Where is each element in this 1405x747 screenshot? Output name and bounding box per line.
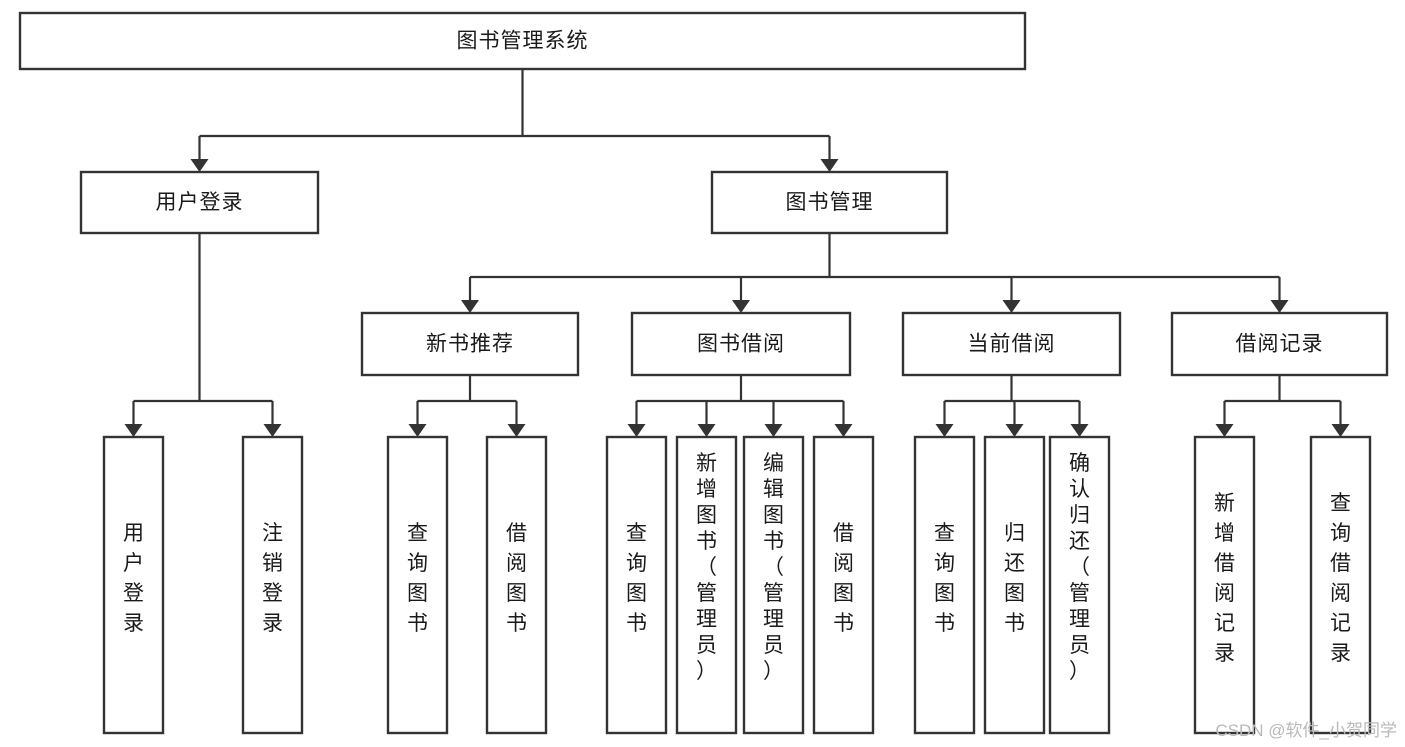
node-new-book-rec[interactable]: 新书推荐: [360, 311, 580, 377]
node-label-leaf-add-record: 新增借阅记录: [1214, 492, 1235, 665]
node-box-leaf-return-book: [983, 435, 1046, 735]
node-leaf-query-book-cur[interactable]: 查询图书: [913, 435, 976, 735]
node-leaf-return-book[interactable]: 归还图书: [983, 435, 1046, 735]
node-user-login[interactable]: 用户登录: [79, 170, 320, 235]
arrow-head-icon-current-borrow: [1002, 300, 1021, 313]
arrow-head-icon-leaf-edit-book: [764, 424, 783, 437]
node-box-new-book-rec: [360, 311, 580, 377]
node-box-book-borrow: [630, 311, 852, 377]
node-box-leaf-add-book: [675, 435, 738, 735]
arrow-head-icon-leaf-query-book-rec: [408, 424, 427, 437]
node-box-leaf-user-login: [102, 435, 165, 735]
node-book-borrow[interactable]: 图书借阅: [630, 311, 852, 377]
node-label-current-borrow: 当前借阅: [968, 333, 1056, 356]
node-box-leaf-add-record: [1193, 435, 1256, 735]
node-box-leaf-borrow-book-rec: [485, 435, 548, 735]
arrow-head-icon-new-book-rec: [461, 300, 479, 313]
node-current-borrow[interactable]: 当前借阅: [901, 311, 1122, 377]
node-label-root: 图书管理系统: [457, 30, 589, 53]
node-leaf-query-book-borrow[interactable]: 查询图书: [605, 435, 668, 735]
arrow-head-icon-leaf-borrow-book-rec: [507, 424, 526, 437]
node-label-leaf-borrow-book: 借阅图书: [833, 522, 854, 635]
arrow-head-icon-leaf-query-book-cur: [935, 424, 954, 437]
node-book-manage[interactable]: 图书管理: [710, 170, 949, 235]
node-box-leaf-query-record: [1309, 435, 1372, 735]
node-label-leaf-logout: 注销登录: [262, 522, 283, 635]
node-borrow-record[interactable]: 借阅记录: [1170, 311, 1389, 377]
node-label-user-login: 用户登录: [156, 191, 244, 214]
node-label-leaf-confirm-return: 确认归还（管理员）: [1069, 452, 1090, 683]
arrow-head-icon-leaf-logout: [263, 424, 282, 437]
arrow-head-icon-book-borrow: [732, 300, 750, 313]
node-box-leaf-query-book-borrow: [605, 435, 668, 735]
arrow-head-icon-leaf-query-book-borrow: [627, 424, 646, 437]
arrow-head-icon-leaf-confirm-return: [1070, 424, 1089, 437]
node-box-leaf-borrow-book: [812, 435, 875, 735]
node-box-current-borrow: [901, 311, 1122, 377]
node-label-leaf-query-book-borrow: 查询图书: [626, 522, 647, 635]
node-leaf-confirm-return[interactable]: 确认归还（管理员）: [1048, 435, 1111, 735]
arrow-head-icon-leaf-user-login: [124, 424, 143, 437]
arrow-head-icon-leaf-borrow-book: [834, 424, 853, 437]
node-box-borrow-record: [1170, 311, 1389, 377]
arrow-head-icon-borrow-record: [1270, 300, 1289, 313]
node-leaf-logout[interactable]: 注销登录: [241, 435, 304, 735]
node-label-leaf-edit-book: 编辑图书（管理员）: [763, 452, 784, 683]
node-leaf-borrow-book[interactable]: 借阅图书: [812, 435, 875, 735]
node-box-leaf-logout: [241, 435, 304, 735]
node-root[interactable]: 图书管理系统: [18, 11, 1027, 71]
node-box-leaf-query-book-cur: [913, 435, 976, 735]
node-leaf-query-book-rec[interactable]: 查询图书: [386, 435, 449, 735]
node-leaf-query-record[interactable]: 查询借阅记录: [1309, 435, 1372, 735]
node-label-leaf-return-book: 归还图书: [1004, 522, 1025, 635]
node-box-book-manage: [710, 170, 949, 235]
node-box-leaf-confirm-return: [1048, 435, 1111, 735]
arrow-head-icon-leaf-query-record: [1331, 424, 1350, 437]
node-label-leaf-user-login: 用户登录: [123, 522, 144, 635]
node-leaf-add-book[interactable]: 新增图书（管理员）: [675, 435, 738, 735]
node-leaf-add-record[interactable]: 新增借阅记录: [1193, 435, 1256, 735]
node-box-user-login: [79, 170, 320, 235]
node-label-book-manage: 图书管理: [786, 191, 874, 214]
node-box-leaf-query-book-rec: [386, 435, 449, 735]
arrow-head-icon-leaf-add-book: [697, 424, 716, 437]
node-leaf-borrow-book-rec[interactable]: 借阅图书: [485, 435, 548, 735]
edges-layer: [124, 69, 1350, 437]
node-label-borrow-record: 借阅记录: [1236, 333, 1324, 356]
node-label-new-book-rec: 新书推荐: [426, 333, 514, 356]
node-label-leaf-query-book-cur: 查询图书: [934, 522, 955, 635]
arrow-head-icon-leaf-return-book: [1005, 424, 1024, 437]
arrow-head-icon-leaf-add-record: [1215, 424, 1234, 437]
node-leaf-user-login[interactable]: 用户登录: [102, 435, 165, 735]
node-label-leaf-query-book-rec: 查询图书: [407, 522, 428, 635]
nodes-layer: 图书管理系统用户登录图书管理新书推荐图书借阅当前借阅借阅记录用户登录注销登录查询…: [18, 11, 1389, 735]
node-label-leaf-query-record: 查询借阅记录: [1330, 492, 1351, 665]
node-box-leaf-edit-book: [742, 435, 805, 735]
node-label-book-borrow: 图书借阅: [697, 333, 785, 356]
node-label-leaf-add-book: 新增图书（管理员）: [696, 452, 717, 683]
node-leaf-edit-book[interactable]: 编辑图书（管理员）: [742, 435, 805, 735]
node-box-root: [18, 11, 1027, 71]
arrow-head-icon-user-login: [190, 159, 209, 172]
node-label-leaf-borrow-book-rec: 借阅图书: [506, 522, 527, 635]
arrow-head-icon-book-manage: [820, 159, 839, 172]
